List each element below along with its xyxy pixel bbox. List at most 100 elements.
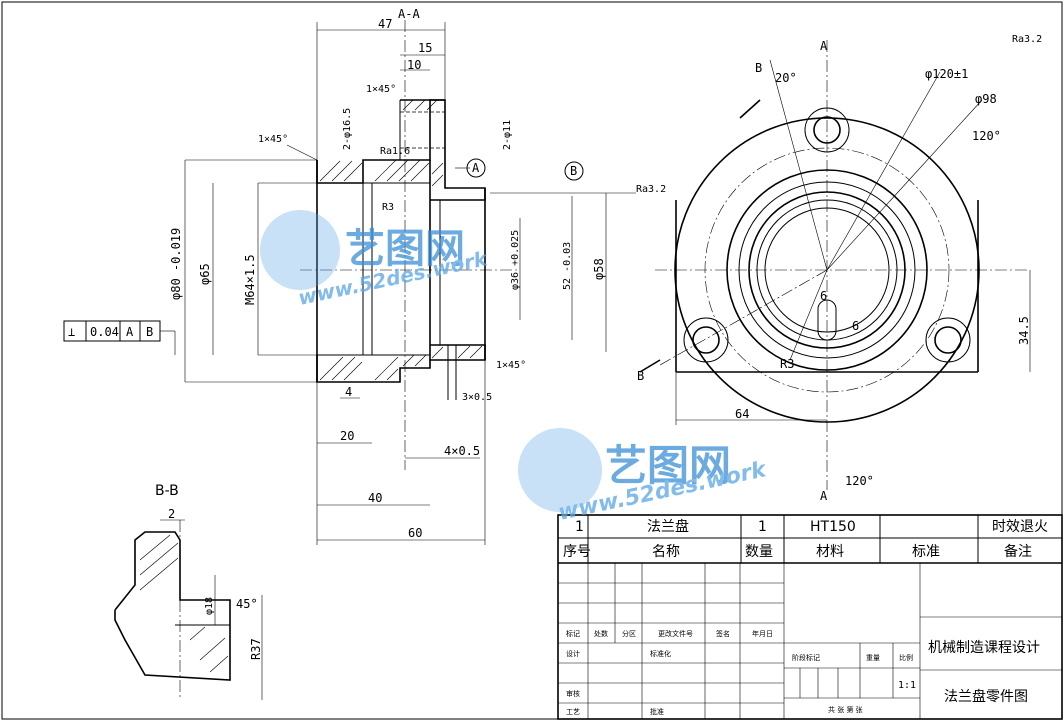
dim-1x45-top: 1×45° [366,84,396,95]
lbl-stage: 阶段标记 [792,653,820,662]
bolt-circle [704,147,950,393]
bolt-hole-left-outer [683,317,729,363]
lbl-change: 更改文件号 [658,629,693,638]
dim-20: 20 [340,429,354,443]
view-b-bottom: B [637,369,644,383]
lbl-count: 处数 [594,629,608,638]
radial-r3 [789,269,828,361]
course-title: 机械制造课程设计 [928,640,1040,656]
datum-a: A [472,161,480,175]
dim-3x05: 3×0.5 [462,392,492,403]
dim-2phi165: 2-φ16.5 [342,108,353,150]
lbl-design: 设计 [566,649,580,658]
hatch-upper [319,99,444,187]
lbl-standardize: 标准化 [650,649,671,658]
radial-98 [826,99,983,271]
row1-remark: 时效退火 [992,519,1048,535]
lbl-review: 审核 [566,689,580,698]
leader-1x45 [286,144,318,161]
view-b-top: B [755,61,762,75]
lbl-scale: 比例 [899,653,913,662]
hdr-qty: 数量 [745,544,773,560]
row1-material: HT150 [810,519,856,535]
section-aa-label: A-A [398,7,420,21]
watermark-2: 艺图网 www.52des.work [518,428,770,526]
watermark-1: 艺图网 www.52des.work [260,210,491,310]
bolt-hole-right-outer [925,317,971,363]
lbl-zone: 分区 [622,629,636,638]
section-b-arrow-top [739,99,761,119]
dim-60: 60 [408,526,422,540]
bore-circle [748,191,906,349]
slot [817,299,837,341]
dim-phi120: φ120±1 [925,67,968,81]
dim-120deg-bottom: 120° [845,474,874,488]
hub-circle-2 [738,181,916,359]
lbl-sign: 签名 [716,629,730,638]
datum-a-circle [466,158,486,178]
dim-64: 64 [735,407,749,421]
bb-dim-2: 2 [168,507,175,521]
lbl-process: 工艺 [566,708,580,716]
section-bb-view: B-B 2 φ18 45° R37 [114,483,263,700]
bb-hatch [139,534,229,673]
dim-1x45-bottom: 1×45° [496,360,526,371]
ra32-general: Ra3.2 [1012,34,1042,45]
ra32-side: Ra3.2 [636,184,666,195]
bb-dim-phi18: φ18 [204,597,215,615]
hdr-remark: 备注 [1004,543,1032,560]
dim-2phi11: 2-φ11 [502,120,513,150]
dim-47: 47 [378,17,392,31]
watermark-brand-2: 艺图网 [605,441,731,490]
front-view: Ra3.2 A A B B 20° φ12 [637,34,1042,503]
bore-circle-3 [764,207,890,333]
dim-120deg-top: 120° [972,129,1001,143]
lbl-mark: 标记 [566,629,580,638]
dim-phi98: φ98 [975,92,997,106]
lbl-weight: 重量 [866,654,880,662]
dim-345: 34.5 [1017,316,1031,345]
tol-sym: ⊥ [68,325,75,339]
lbl-date: 年月日 [752,629,773,638]
hub-circle [726,169,928,371]
bb-outline [114,531,231,681]
dim-4x05: 4×0.5 [444,444,480,458]
dim-20deg: 20° [775,71,797,85]
watermark-globe-icon [260,210,340,290]
bolt-hole-left [692,326,720,354]
radial-120 [826,71,941,271]
datum-b: B [570,164,577,178]
tb-grid [558,563,1062,719]
row1-qty: 1 [758,519,767,535]
hdr-no: 序号 [563,544,591,560]
lbl-approve: 批准 [650,707,664,716]
bb-dim-45: 45° [236,597,258,611]
dim-phi65: φ65 [198,263,212,285]
watermark-brand-1: 艺图网 [345,226,465,272]
section-aa-view: A-A [63,7,666,545]
watermark-globe-icon-2 [518,428,602,512]
dim-phi36: φ36 +0.025 [510,230,521,290]
dim-10: 10 [407,58,421,72]
tolerance-frame: ⊥ 0.04 A B [63,320,176,355]
tol-val: 0.04 [90,325,119,339]
dim-15: 15 [418,41,432,55]
row1-no: 1 [575,519,584,535]
drawing-title: 法兰盘零件图 [944,688,1028,705]
dim-phi80: φ80 -0.019 [169,228,183,300]
flange-outer-circle [674,117,980,423]
r3-a: R3 [382,202,394,213]
dim-4: 4 [345,385,352,399]
hdr-material: 材料 [816,544,844,560]
r3-b: R3 [780,357,794,371]
section-b-line [659,269,828,366]
tol-datum-a: A [126,325,134,339]
row1-name: 法兰盘 [647,518,689,535]
hatch-lower [319,345,483,381]
tol-datum-b: B [146,325,153,339]
bolt-hole-right [934,326,962,354]
dim-6-top: 6 [820,289,827,303]
